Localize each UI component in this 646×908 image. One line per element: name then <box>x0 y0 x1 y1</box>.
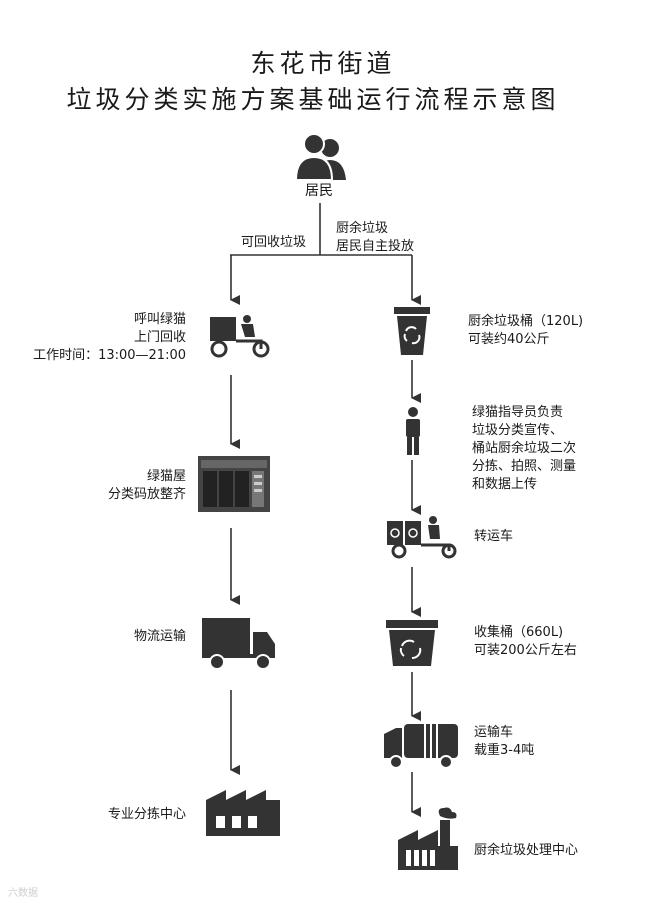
processing-plant-icon <box>398 807 458 870</box>
truck-line2: 载重3-4吨 <box>474 743 535 758</box>
processing-center-label: 厨余垃圾处理中心 <box>474 843 579 858</box>
branch-kitchen-line2: 居民自主投放 <box>336 239 415 254</box>
call-line3: 工作时间：13:00—21:00 <box>33 348 186 363</box>
branch-recyclable-label: 可回收垃圾 <box>241 235 307 250</box>
bin120-label: 厨余垃圾桶（120L) 可装约40公斤 <box>468 313 583 349</box>
residents-icon <box>294 133 346 181</box>
guide-line2: 垃圾分类宣传、 <box>472 423 564 438</box>
tricycle-icon <box>210 315 270 358</box>
call-green-cat-label: 呼叫绿猫 上门回收 工作时间：13:00—21:00 <box>10 311 186 365</box>
guide-line4: 分拣、拍照、测量 <box>472 459 577 474</box>
guide-line5: 和数据上传 <box>472 477 538 492</box>
transfer-tricycle-icon <box>387 516 457 559</box>
branch-kitchen-line1: 厨余垃圾 <box>336 221 389 236</box>
truck-line1: 运输车 <box>474 725 514 740</box>
bin660-label: 收集桶（660L) 可装200公斤左右 <box>474 624 577 660</box>
guide-person-icon <box>406 407 420 455</box>
guide-line3: 桶站厨余垃圾二次 <box>472 441 577 456</box>
green-cat-house-label: 绿猫屋 分类码放整齐 <box>60 468 186 504</box>
bin660-line1: 收集桶（660L) <box>474 625 564 640</box>
sorting-house-icon <box>198 456 270 512</box>
guide-label: 绿猫指导员负责 垃圾分类宣传、 桶站厨余垃圾二次 分拣、拍照、测量 和数据上传 <box>472 404 576 494</box>
bin120-line2: 可装约40公斤 <box>468 332 550 347</box>
collection-bin-660l-icon <box>386 620 438 666</box>
logistics-label: 物流运输 <box>133 629 186 644</box>
call-line2: 上门回收 <box>133 330 186 345</box>
kitchen-bin-120l-icon <box>394 307 430 355</box>
bin660-line2: 可装200公斤左右 <box>474 643 577 658</box>
house-line1: 绿猫屋 <box>146 469 186 484</box>
sorting-center-label: 专业分拣中心 <box>107 807 186 822</box>
garbage-truck-icon <box>384 722 458 769</box>
branch-kitchen-label: 厨余垃圾 居民自主投放 <box>336 220 414 256</box>
watermark-text: 六数据 <box>8 888 38 899</box>
guide-line1: 绿猫指导员负责 <box>472 405 564 420</box>
resident-label: 居民 <box>305 183 333 199</box>
watermark-logo: 六数据 <box>8 884 38 899</box>
transport-truck-label: 运输车 载重3-4吨 <box>474 724 534 760</box>
bin120-line1: 厨余垃圾桶（120L) <box>468 314 584 329</box>
sorting-factory-icon <box>206 790 280 836</box>
delivery-truck-icon <box>202 618 275 670</box>
call-line1: 呼叫绿猫 <box>133 312 186 327</box>
diagram-title-line1: 东花市街道 <box>250 49 396 78</box>
house-line2: 分类码放整齐 <box>107 487 186 502</box>
diagram-title-line2: 垃圾分类实施方案基础运行流程示意图 <box>66 85 560 114</box>
transfer-vehicle-label: 转运车 <box>474 529 514 544</box>
